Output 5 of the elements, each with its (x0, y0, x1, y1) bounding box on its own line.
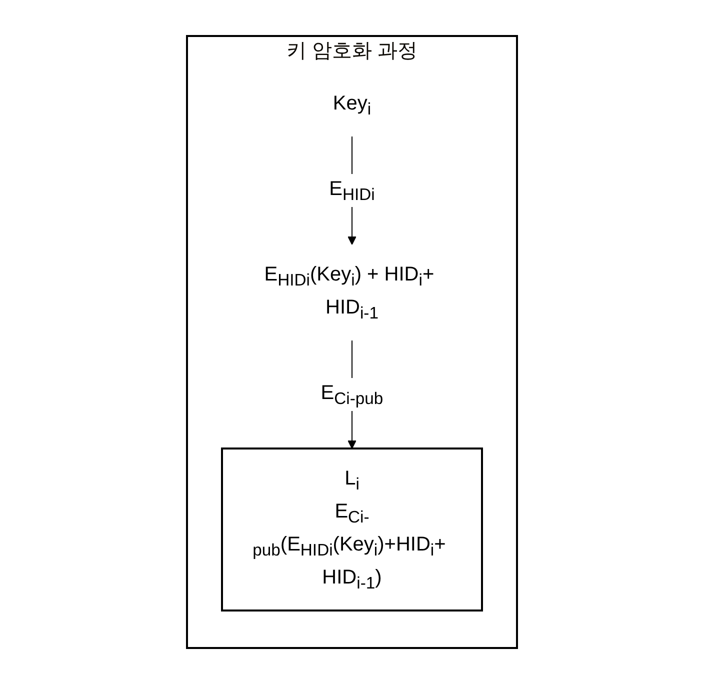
node-text: E$_{HIDi}$(Key$_{i}$) + HID$_{i}$+ HID$_{i-1}$ (264, 264, 434, 322)
node-text: Key$_{i}$ (332, 92, 372, 118)
node-box: L$_{i}$ E$_{Ci-}$$_{pub}$(E$_{HIDi}$(Key$_{i}$)+HID$_{i}$+ HID$_{i-1}$) (221, 448, 483, 612)
edge-label: E$_{HIDi}$ (329, 178, 375, 204)
edge-label: E$_{Ci-pub}$ (320, 382, 384, 408)
